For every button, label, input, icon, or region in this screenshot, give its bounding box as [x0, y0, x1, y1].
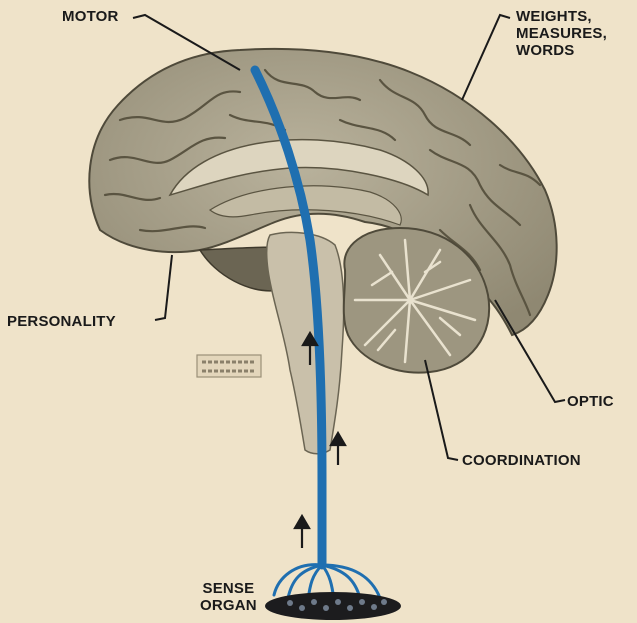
- label-sense-organ: SENSE ORGAN: [200, 580, 257, 614]
- label-weights-measures-words: WEIGHTS, MEASURES, WORDS: [516, 8, 607, 59]
- label-weights-line3: WORDS: [516, 42, 607, 59]
- label-personality: PERSONALITY: [7, 313, 116, 330]
- arrow-up-icon: [295, 516, 309, 548]
- coordination-pointer: [425, 360, 458, 460]
- sense-organ: [265, 592, 401, 620]
- personality-pointer: [155, 255, 172, 320]
- weights-pointer: [462, 15, 510, 100]
- label-weights-line1: WEIGHTS,: [516, 8, 607, 25]
- label-optic: OPTIC: [567, 393, 614, 410]
- label-sense-line2: ORGAN: [200, 597, 257, 614]
- label-sense-line1: SENSE: [200, 580, 257, 597]
- label-weights-line2: MEASURES,: [516, 25, 607, 42]
- artist-signature: [197, 355, 261, 377]
- arrow-up-icon: [331, 433, 345, 465]
- label-motor: MOTOR: [62, 8, 119, 25]
- label-coordination: COORDINATION: [462, 452, 581, 469]
